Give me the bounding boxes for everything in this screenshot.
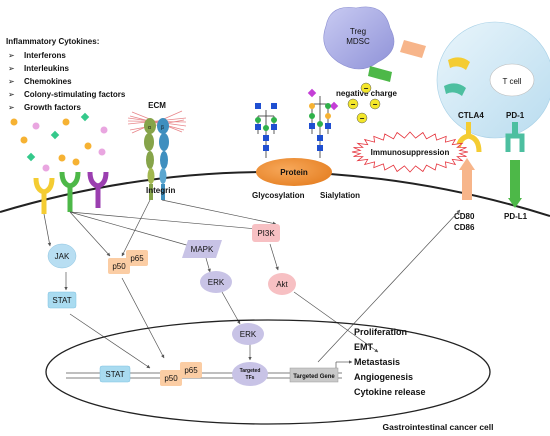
svg-text:STAT: STAT — [105, 370, 124, 379]
immunosuppression-label: Immunosuppression — [371, 148, 450, 157]
akt-node: Akt — [268, 273, 296, 295]
pd1-label: PD-1 — [506, 111, 525, 120]
integrin-receptor: α β — [144, 118, 169, 200]
glycan-chain-sialylation — [307, 88, 339, 158]
ecm-label: ECM — [148, 101, 166, 110]
svg-text:p65: p65 — [184, 366, 198, 375]
outcome-item: Metastasis — [354, 357, 400, 367]
cytokine-item: ➢ Interleukins — [8, 64, 69, 73]
svg-text:−: − — [360, 114, 365, 123]
integrin-beta-label: β — [161, 125, 164, 131]
svg-text:Colony-stimulating factors: Colony-stimulating factors — [24, 90, 126, 99]
protein-ellipse — [256, 158, 332, 186]
targeted-gene: Targeted Gene — [289, 367, 339, 383]
cytokine-receptor-green — [59, 171, 81, 212]
svg-text:−: − — [351, 100, 356, 109]
p50-p65-node: p50 p65 — [108, 250, 148, 274]
svg-text:Targeted Gene: Targeted Gene — [293, 374, 335, 380]
cytokine-receptor-purple — [87, 171, 109, 208]
cell-label: Gastrointestinal cancer cell — [382, 422, 493, 432]
treg-label: Treg — [350, 27, 366, 36]
cd86-label: CD86 — [454, 223, 475, 232]
svg-text:ERK: ERK — [240, 330, 257, 339]
t-cell: T cell — [436, 21, 550, 139]
jak-node: JAK — [47, 243, 77, 269]
svg-text:Targeted: Targeted — [240, 368, 261, 374]
cytokine-ligands — [10, 112, 108, 172]
negative-charge-label: negative charge — [336, 89, 397, 98]
svg-text:JAK: JAK — [55, 252, 70, 261]
svg-text:Interferons: Interferons — [24, 51, 66, 60]
glycosylation-label: Glycosylation — [252, 191, 305, 200]
cytokine-item: ➢ Colony-stimulating factors — [8, 90, 126, 99]
cytokines-heading: Inflammatory Cytokines: — [6, 37, 99, 46]
tcell-receptor-teal — [444, 83, 466, 96]
stat-node: STAT — [47, 291, 77, 309]
glycan-chain-glycosylation — [255, 103, 277, 158]
svg-text:➢: ➢ — [8, 64, 15, 73]
ecm-fibers — [127, 110, 187, 134]
svg-text:➢: ➢ — [8, 90, 15, 99]
cytokine-list: Inflammatory Cytokines: ➢ Interferons ➢ … — [6, 37, 126, 112]
cd80-cd86-ligand — [459, 158, 475, 200]
integrin-alpha-label: α — [148, 125, 151, 131]
tcell-receptor-yellow — [448, 57, 470, 70]
treg-mdsc-cell: Treg MDSC — [323, 6, 395, 70]
svg-text:➢: ➢ — [8, 77, 15, 86]
svg-text:Chemokines: Chemokines — [24, 77, 72, 86]
svg-text:ERK: ERK — [208, 278, 225, 287]
nucleus — [45, 319, 491, 425]
cytokine-receptor-yellow — [33, 177, 55, 214]
tcell-label: T cell — [503, 77, 522, 86]
erk-node-1: ERK — [200, 271, 232, 293]
signal-arrows — [43, 199, 461, 375]
svg-text:Akt: Akt — [276, 280, 288, 289]
mdsc-label: MDSC — [346, 37, 370, 46]
outcome-item: Proliferation — [354, 327, 407, 337]
pdl1-ligand — [508, 160, 522, 208]
pd1-receptor — [505, 122, 525, 152]
pdl1-label: PD-L1 — [504, 212, 528, 221]
treg-ligand-green — [368, 66, 392, 82]
mapk-node: MAPK — [182, 240, 222, 258]
targeted-tfs: Targeted TFs — [232, 362, 268, 386]
cytokine-item: ➢ Chemokines — [8, 77, 72, 86]
nuclear-stat: STAT — [99, 365, 131, 383]
svg-text:PI3K: PI3K — [257, 229, 275, 238]
cytokine-item: ➢ Interferons — [8, 51, 66, 60]
svg-text:p65: p65 — [130, 254, 144, 263]
outcome-item: Angiogenesis — [354, 372, 413, 382]
protein-label: Protein — [280, 168, 308, 177]
pi3k-node: PI3K — [252, 224, 280, 242]
cytokine-item: ➢ Growth factors — [8, 103, 81, 112]
erk-node-2: ERK — [232, 323, 264, 345]
svg-text:Growth factors: Growth factors — [24, 103, 81, 112]
outcome-item: Cytokine release — [354, 387, 426, 397]
svg-text:➢: ➢ — [8, 51, 15, 60]
svg-text:➢: ➢ — [8, 103, 15, 112]
outcome-item: EMT — [354, 342, 374, 352]
svg-text:p50: p50 — [112, 262, 126, 271]
svg-text:−: − — [364, 84, 369, 93]
negative-charge-ions: − − − − — [347, 82, 381, 124]
svg-text:−: − — [373, 100, 378, 109]
immunosuppression-burst: Immunosuppression — [351, 131, 469, 173]
svg-text:TFs: TFs — [246, 375, 255, 381]
outcome-list: Proliferation EMT Metastasis Angiogenesi… — [354, 327, 426, 397]
treg-ligand-orange — [400, 40, 426, 58]
sialylation-label: Sialylation — [320, 191, 360, 200]
nuclear-p50-p65: p50 p65 — [160, 362, 202, 386]
svg-text:p50: p50 — [164, 374, 178, 383]
integrin-label: Integrin — [146, 186, 175, 195]
ctla4-label: CTLA4 — [458, 111, 484, 120]
svg-text:STAT: STAT — [52, 296, 71, 305]
cd80-label: CD80 — [454, 212, 475, 221]
svg-text:Interleukins: Interleukins — [24, 64, 69, 73]
svg-text:MAPK: MAPK — [191, 245, 214, 254]
